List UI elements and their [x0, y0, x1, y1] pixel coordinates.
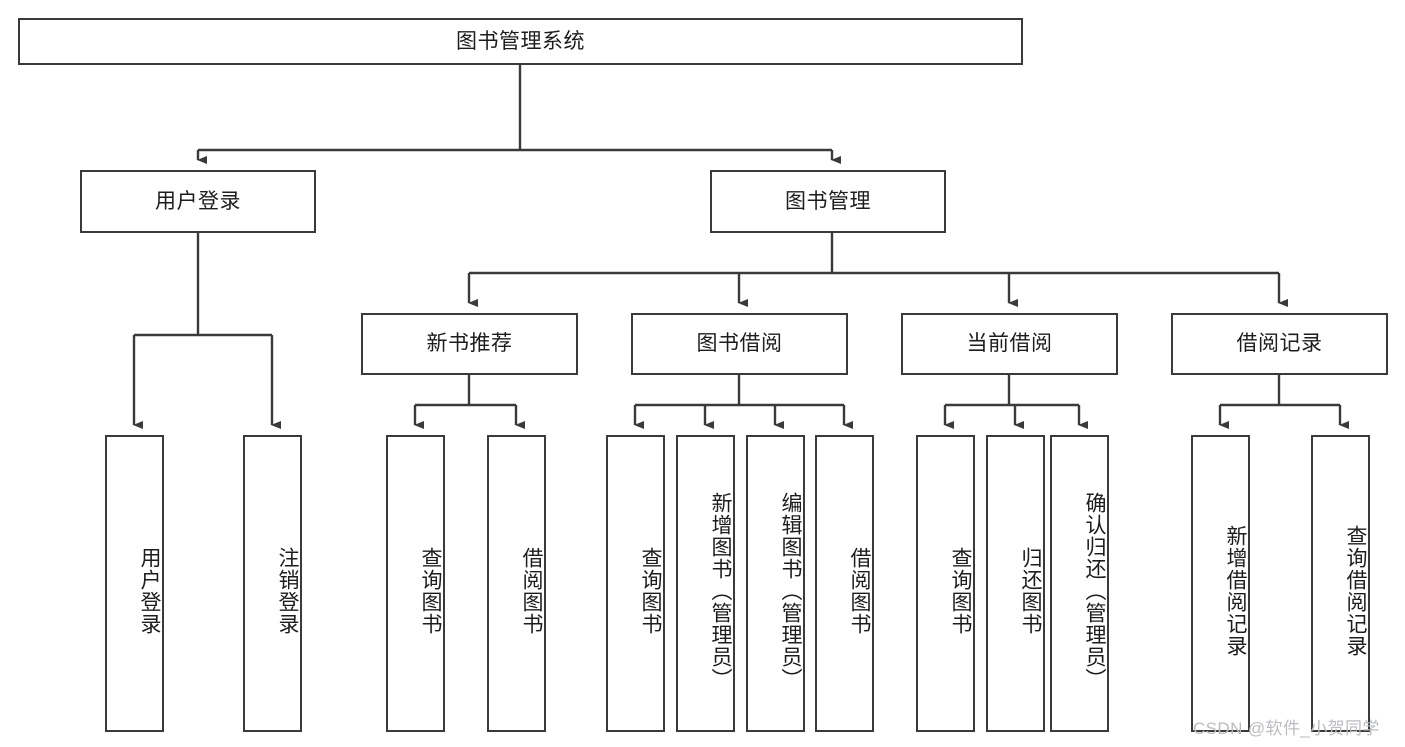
leaf-user-login[interactable]: 用户登录 [105, 435, 164, 732]
leaf-edit-book-admin[interactable]: 编辑图书（管理员） [746, 435, 805, 732]
node-label: 新增借阅记录 [1224, 524, 1247, 657]
node-label: 图书借阅 [696, 332, 783, 356]
node-label: 用户登录 [155, 189, 241, 213]
node-label: 借阅图书 [848, 546, 871, 635]
node-label: 编辑图书（管理员） [779, 491, 802, 690]
leaf-query-book-new[interactable]: 查询图书 [386, 435, 445, 732]
node-label: 确认归还（管理员） [1083, 491, 1106, 690]
node-label: 查询图书 [949, 546, 972, 635]
leaf-borrow-book[interactable]: 借阅图书 [815, 435, 874, 732]
leaf-confirm-return-admin[interactable]: 确认归还（管理员） [1050, 435, 1109, 732]
node-label: 新书推荐 [426, 332, 513, 356]
node-label: 归还图书 [1019, 546, 1042, 635]
node-label: 借阅图书 [520, 546, 543, 635]
node-label: 图书管理系统 [456, 29, 585, 53]
leaf-add-borrow-record[interactable]: 新增借阅记录 [1191, 435, 1250, 732]
node-user-login[interactable]: 用户登录 [80, 170, 316, 233]
leaf-logout[interactable]: 注销登录 [243, 435, 302, 732]
leaf-return-book[interactable]: 归还图书 [986, 435, 1045, 732]
node-book-borrowing[interactable]: 图书借阅 [631, 313, 848, 375]
leaf-borrow-book-new[interactable]: 借阅图书 [487, 435, 546, 732]
node-label: 注销登录 [276, 546, 299, 635]
leaf-query-borrow-record[interactable]: 查询借阅记录 [1311, 435, 1370, 732]
node-new-book-recommendation[interactable]: 新书推荐 [361, 313, 578, 375]
node-label: 查询图书 [419, 546, 442, 635]
leaf-query-book-borrow[interactable]: 查询图书 [606, 435, 665, 732]
node-label: 借阅记录 [1236, 332, 1323, 356]
node-label: 用户登录 [138, 546, 161, 635]
node-book-management[interactable]: 图书管理 [710, 170, 946, 233]
node-borrowing-record[interactable]: 借阅记录 [1171, 313, 1388, 375]
node-label: 当前借阅 [966, 332, 1053, 356]
leaf-query-book-current[interactable]: 查询图书 [916, 435, 975, 732]
node-label: 查询借阅记录 [1344, 524, 1367, 657]
node-label: 查询图书 [639, 546, 662, 635]
node-label: 新增图书（管理员） [709, 491, 732, 690]
node-label: 图书管理 [785, 189, 871, 213]
node-root-book-management-system[interactable]: 图书管理系统 [18, 18, 1023, 65]
node-current-borrowing[interactable]: 当前借阅 [901, 313, 1118, 375]
csdn-watermark: CSDN @软件_小贺同学 [1193, 719, 1380, 738]
leaf-add-book-admin[interactable]: 新增图书（管理员） [676, 435, 735, 732]
